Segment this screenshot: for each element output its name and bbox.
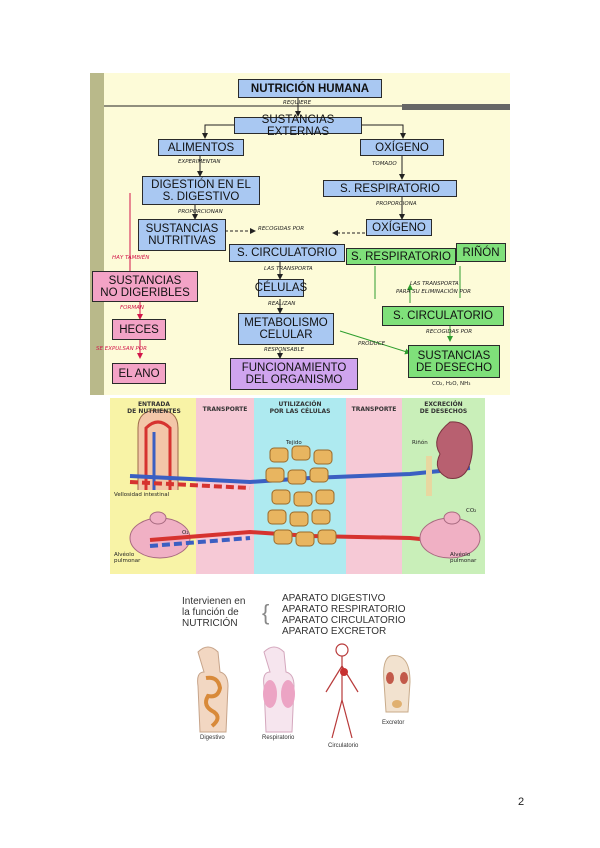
metabolism-line-2: CELULAR [259,329,313,341]
waste-box: SUSTANCIAS DE DESECHO [408,345,500,378]
flow-illustration [110,398,485,574]
label-waste-examples: CO₂, H₂O, NH₃ [432,381,471,387]
label-alveolus-left: Alvéolo pulmonar [114,552,141,564]
col-excretion: EXCRECIÓN DE DESECHOS [419,401,468,415]
caption-excretory: Excretor [382,720,405,726]
caption-circulatory: Circulatorio [328,743,359,749]
circ-right-box: S. CIRCULATORIO [382,306,504,326]
nutrients-line-1: SUSTANCIAS [145,223,219,235]
caption-respiratory: Respiratorio [262,735,295,741]
metabolism-box: METABOLISMO CELULAR [238,313,334,345]
title-box: NUTRICIÓN HUMANA [238,79,382,98]
external-box: SUSTANCIAS EXTERNAS [234,114,362,138]
nutrients-line-2: NUTRITIVAS [148,235,216,247]
resp-system-box: S. RESPIRATORIO [323,180,457,197]
feces-box: HECES [112,319,166,340]
label-taken: TOMADO [372,161,397,167]
nutrient-flow-figure: ENTRADA DE NUTRIENTES TRANSPORTE UTILIZA… [110,398,485,574]
page-number: 2 [518,796,525,808]
label-co2: CO₂ [466,508,477,514]
food-box: ALIMENTOS [158,139,244,156]
label-transported-to-1: LAS TRANSPORTA [410,281,459,287]
side-bar [90,73,104,395]
label-undergo: EXPERIMENTAN [178,159,221,165]
caption-digestive: Digestivo [200,735,225,741]
label-provide-a: PROPORCIONAN [178,209,223,215]
undigestible-line-2: NO DIGERIBLES [100,286,190,299]
system-item-2: APARATO RESPIRATORIO [282,604,406,615]
function-line-2: DEL ORGANISMO [245,374,343,386]
label-tissue: Tejido [286,440,302,446]
label-collected-by: RECOGIDAS POR [426,329,473,335]
metabolism-line-1: METABOLISMO [244,317,328,329]
system-item-4: APARATO EXCRETOR [282,626,387,637]
label-produces: PRODUCE [358,341,386,347]
oxygen-mid-box: OXÍGENO [366,219,432,236]
label-provide-b: PROPORCIONA [376,201,417,207]
label-kidney: Riñón [412,440,428,446]
label-alveolus-right: Alvéolo pulmonar [450,552,477,564]
label-form: FORMAN [120,305,144,311]
intro-line-2: la función de [182,607,239,618]
nutrients-box: SUSTANCIAS NUTRITIVAS [138,219,226,251]
undigestible-line-1: SUSTANCIAS [108,274,182,287]
cells-box: CÉLULAS [255,279,307,297]
label-transported-to-2: PARA SU ELIMINACIÓN POR [396,289,471,295]
circ-left-box: S. CIRCULATORIO [229,244,345,262]
nutrition-systems-figure: Intervienen en la función de NUTRICIÓN {… [178,588,418,756]
col-transport-1: TRANSPORTE [202,406,248,413]
system-item-1: APARATO DIGESTIVO [282,593,386,604]
oxygen-top-box: OXÍGENO [360,139,444,156]
label-perform: REALIZAN [268,301,296,307]
label-expelled: SE EXPULSAN POR [96,346,147,352]
label-requires: REQUIERE [283,100,312,106]
col-transport-2: TRANSPORTE [351,406,397,413]
col-entry: ENTRADA DE NUTRIENTES [127,401,181,415]
label-villus: Vellosidad intestinal [114,492,170,498]
waste-line-2: DE DESECHO [415,361,493,374]
concept-map: NUTRICIÓN HUMANA REQUIERE SUSTANCIAS EXT… [90,73,510,395]
concept-map-connectors [104,98,510,359]
function-line-1: FUNCIONAMIENTO [241,362,347,374]
intro-line-1: Intervienen en [182,596,246,607]
digestion-box: DIGESTIÓN EN EL S. DIGESTIVO [142,176,260,205]
digestion-line-2: S. DIGESTIVO [162,190,240,203]
label-responsible: RESPONSABLE [264,347,305,353]
label-o2: O₂ [182,530,189,536]
waste-line-1: SUSTANCIAS [417,349,491,362]
intro-line-3: NUTRICIÓN [182,618,238,629]
brace-icon: { [262,600,270,625]
undigestible-box: SUSTANCIAS NO DIGERIBLES [92,271,198,302]
digestion-line-1: DIGESTIÓN EN EL [151,178,251,191]
resp-right-box: S. RESPIRATORIO [346,248,456,265]
label-also-there: HAY TAMBIÉN [112,255,150,261]
kidney-box: RIÑÓN [456,243,506,262]
col-use: UTILIZACIÓN POR LAS CÉLULAS [269,401,331,415]
label-transports: LAS TRANSPORTA [264,266,313,272]
systems-illustration [197,643,411,739]
anus-box: EL ANO [112,363,166,384]
function-box: FUNCIONAMIENTO DEL ORGANISMO [230,358,358,390]
system-item-3: APARATO CIRCULATORIO [282,615,406,626]
label-collected: RECOGIDAS POR [258,226,305,232]
